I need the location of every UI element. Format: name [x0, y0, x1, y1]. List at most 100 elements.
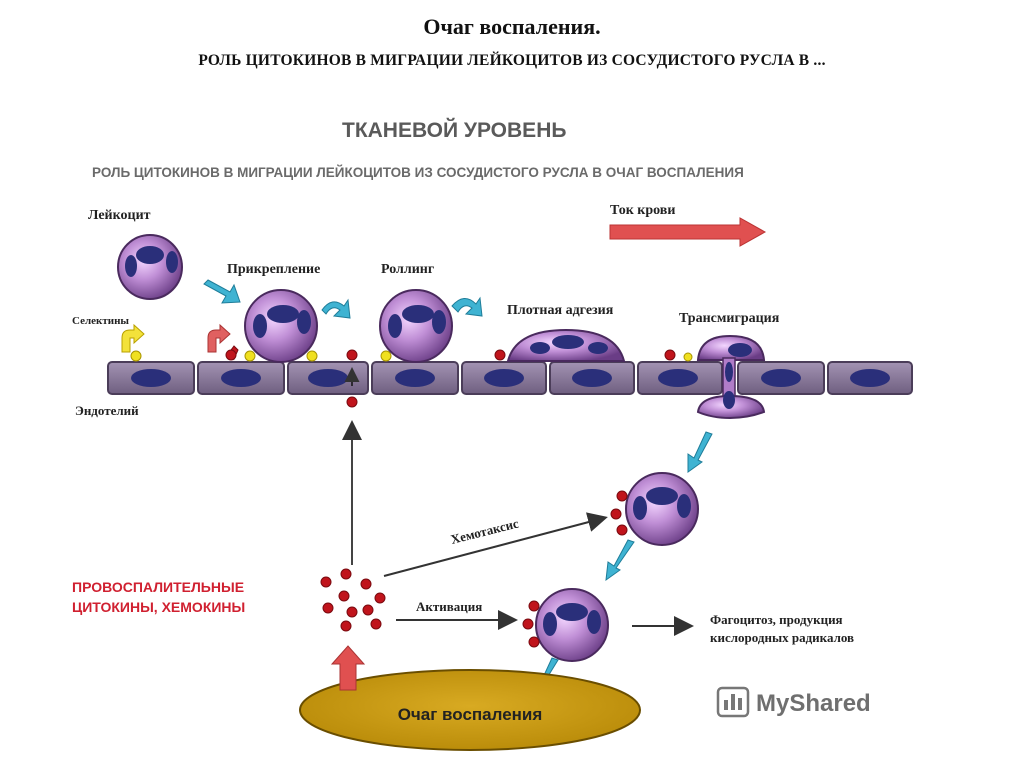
leukocyte-nucleus	[136, 246, 164, 264]
activated-leukocyte	[535, 588, 609, 662]
activation-label: Активация	[416, 599, 482, 614]
logo-bar	[731, 694, 735, 710]
selectin-dot	[683, 352, 693, 362]
slide-title: Очаг воспаления.	[423, 14, 601, 39]
cytokine-star	[370, 618, 382, 630]
phagocytosis-label-line2: кислородных радикалов	[710, 630, 854, 645]
myshared-logo-icon	[716, 686, 750, 718]
leukocyte-nucleus	[725, 362, 733, 382]
cytokine-star	[338, 590, 350, 602]
leukocyte-cell	[535, 588, 609, 662]
leukocyte-nucleus	[253, 314, 267, 338]
cytokine-star	[362, 604, 374, 616]
watermark: MyShared	[716, 686, 871, 718]
free-leukocyte	[117, 234, 183, 300]
cytokine-star	[346, 606, 358, 618]
cytokine-star	[360, 578, 372, 590]
leukocyte-nucleus	[556, 603, 588, 621]
cyan-arrow	[605, 539, 635, 582]
inflammation-focus	[299, 669, 641, 751]
firm-adhesion-label: Плотная адгезия	[507, 303, 614, 318]
transmigrating-leukocyte	[696, 334, 766, 420]
cytokine-star	[494, 349, 506, 361]
endothelial-nucleus	[395, 369, 435, 387]
cytokines-label-line1: ПРОВОСПАЛИТЕЛЬНЫЕ	[72, 579, 244, 595]
selectins-label: Селектины	[72, 315, 129, 327]
leukocyte-cell	[117, 234, 183, 300]
selectin-dot	[244, 350, 256, 362]
leukocyte-nucleus	[530, 342, 550, 354]
leukocyte-nucleus	[297, 310, 311, 334]
selectin-dot	[306, 350, 318, 362]
leukocyte-nucleus	[125, 255, 137, 277]
diagram-heading: ТКАНЕВОЙ УРОВЕНЬ	[342, 118, 566, 142]
leukocyte-nucleus	[388, 314, 402, 338]
cytokine-star	[610, 508, 622, 520]
watermark-text: MyShared	[756, 690, 871, 717]
cytokines-label-line2: ЦИТОКИНЫ, ХЕМОКИНЫ	[72, 599, 245, 615]
endothelial-nucleus	[484, 369, 524, 387]
cytokine-star	[340, 620, 352, 632]
cyan-arrow	[203, 279, 241, 304]
cytokine-star	[346, 349, 358, 361]
diagram-subheading: РОЛЬ ЦИТОКИНОВ В МИГРАЦИИ ЛЕЙКОЦИТОВ ИЗ …	[92, 165, 744, 180]
phagocytosis-label-line1: Фагоцитоз, продукция	[710, 612, 843, 627]
attachment-label: Прикрепление	[227, 262, 320, 277]
leukocyte-nucleus	[432, 310, 446, 334]
leukocyte-nucleus	[677, 494, 691, 518]
red-curved-arrow	[207, 323, 231, 353]
endothelial-nucleus	[131, 369, 171, 387]
selectin-dot	[130, 350, 142, 362]
leukocyte-cell	[379, 289, 453, 363]
selectin-dot	[380, 350, 392, 362]
endothelial-nucleus	[850, 369, 890, 387]
cyan-curved-arrow	[321, 298, 351, 319]
cytokine-star	[528, 636, 540, 648]
cytokine-star	[322, 602, 334, 614]
chemotaxis-arrow	[383, 512, 608, 577]
endothelium	[107, 361, 913, 395]
blood-flow-label: Ток крови	[610, 203, 675, 218]
leukocyte-cell	[625, 472, 699, 546]
cyan-curved-arrow	[451, 296, 483, 317]
logo-bar	[738, 698, 742, 710]
leukocyte-nucleus	[552, 335, 584, 349]
cytokine-star	[522, 618, 534, 630]
endothelial-nucleus	[221, 369, 261, 387]
cytokine-star	[320, 576, 332, 588]
cytokine-star	[616, 524, 628, 536]
endothelium-label: Эндотелий	[75, 403, 139, 418]
cyan-arrow	[687, 431, 713, 473]
red-up-arrow	[330, 645, 366, 691]
leukocyte-nucleus	[166, 251, 178, 273]
leukocyte-nucleus	[543, 612, 557, 636]
leukocyte-nucleus	[587, 610, 601, 634]
inflammation-focus-label: Очаг воспаления	[398, 705, 543, 724]
cytokine-cluster	[320, 568, 386, 632]
leukocyte-nucleus	[728, 343, 752, 357]
endothelial-nucleus	[308, 369, 348, 387]
adherent-leukocyte	[506, 328, 626, 362]
cytokine-star	[340, 568, 352, 580]
attached-leukocyte	[244, 289, 318, 363]
slide-subtitle: РОЛЬ ЦИТОКИНОВ В МИГРАЦИИ ЛЕЙКОЦИТОВ ИЗ …	[198, 52, 826, 69]
leukocyte-nucleus	[646, 487, 678, 505]
cytokine-star	[664, 349, 676, 361]
cytokine-star	[346, 396, 358, 408]
endothelial-nucleus	[572, 369, 612, 387]
blood-flow-arrow	[609, 217, 767, 247]
leukocyte-cell	[244, 289, 318, 363]
leukocyte-nucleus	[633, 496, 647, 520]
cytokine-star	[528, 600, 540, 612]
selectin-curved-arrow	[121, 323, 145, 353]
leukocyte-nucleus	[402, 305, 434, 323]
cytokine-star	[616, 490, 628, 502]
leukocyte-label: Лейкоцит	[88, 208, 151, 223]
transmigration-label: Трансмиграция	[679, 311, 780, 326]
endothelial-nucleus	[658, 369, 698, 387]
cytokine-star	[225, 349, 237, 361]
endothelial-nucleus	[761, 369, 801, 387]
cytokine-star	[374, 592, 386, 604]
leukocyte-nucleus	[588, 342, 608, 354]
